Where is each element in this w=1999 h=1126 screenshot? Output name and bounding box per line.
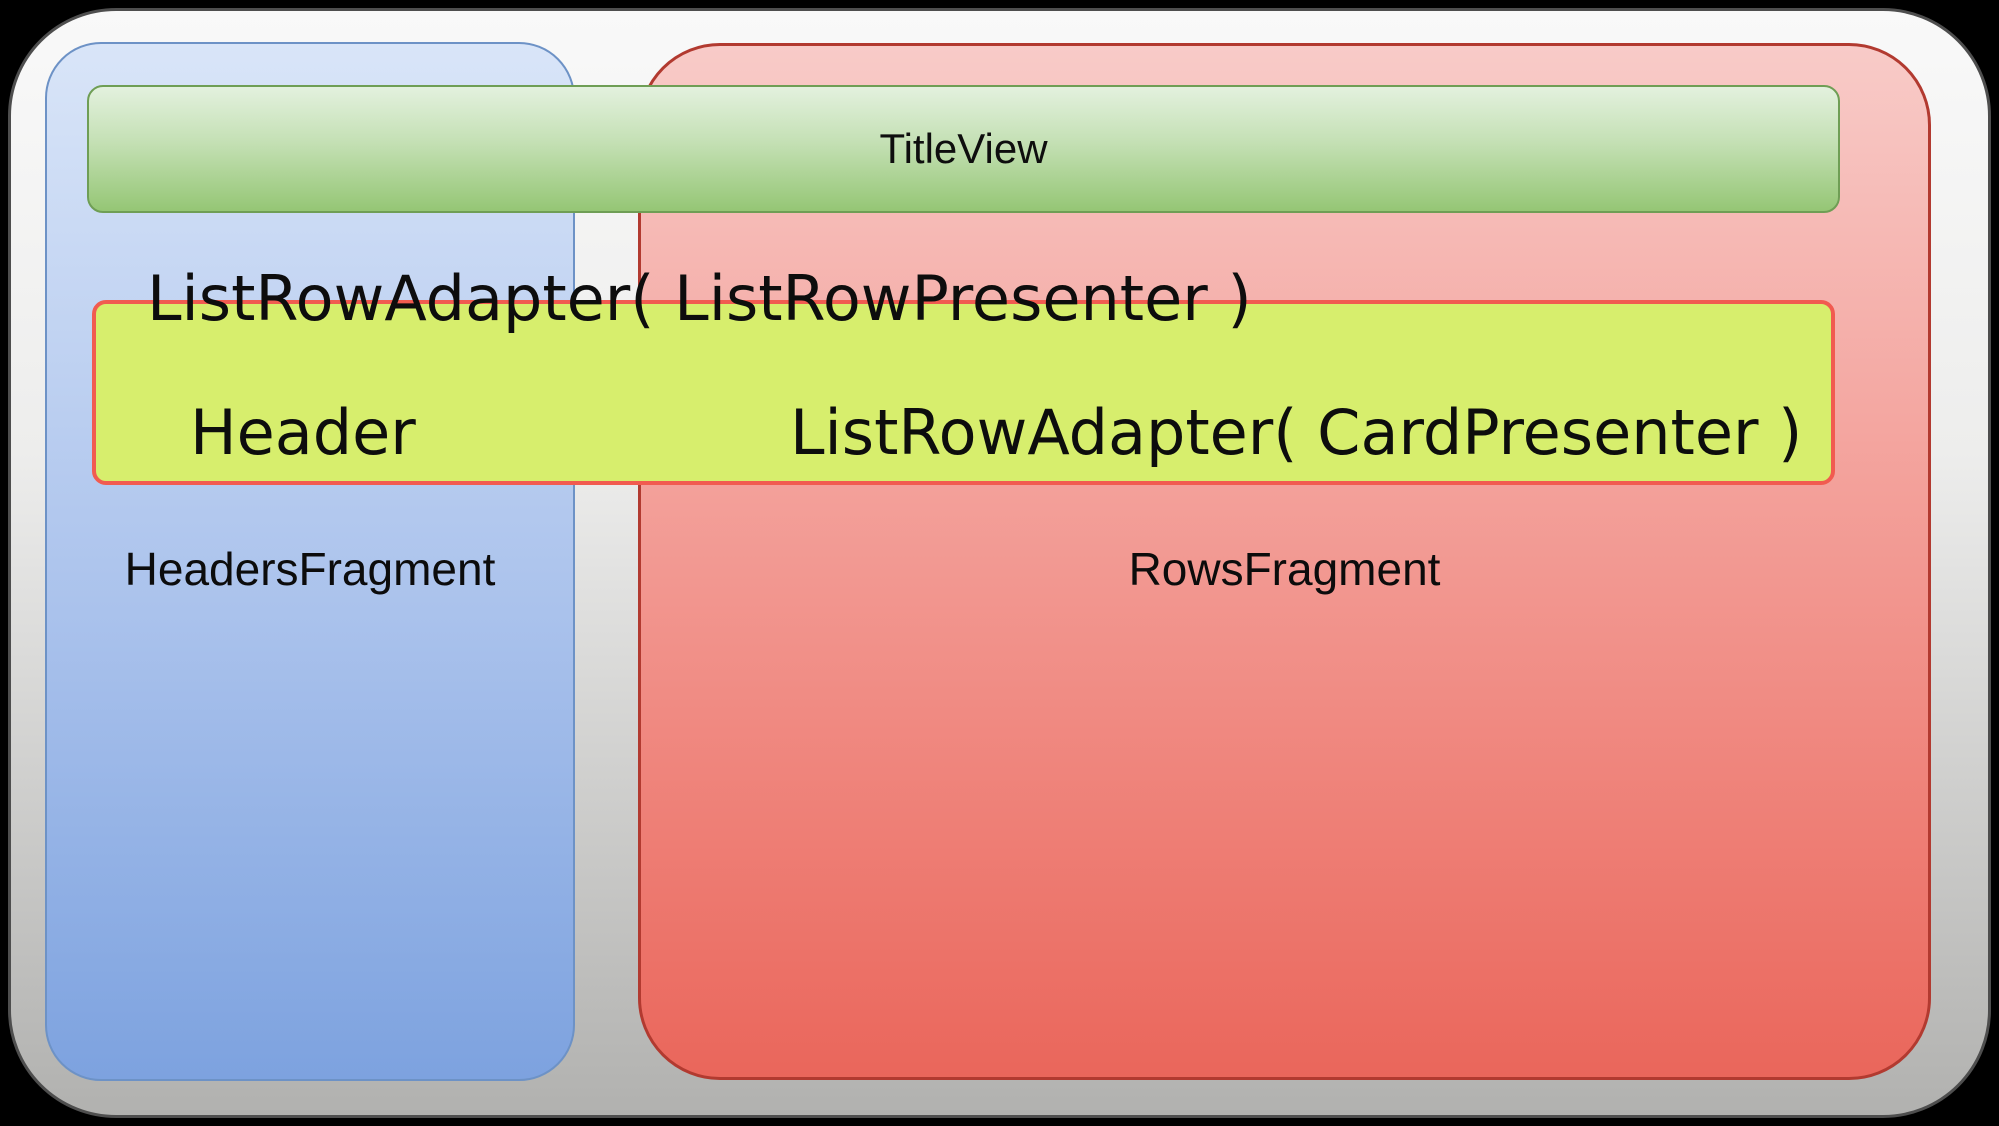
header-row-bar (92, 300, 1835, 485)
list-row-adapter-card-text: ListRowAdapter( CardPresenter ) (790, 396, 1803, 469)
list-row-adapter-presenter-text: ListRowAdapter( ListRowPresenter ) (147, 262, 1252, 335)
rows-fragment-label: RowsFragment (1128, 543, 1441, 595)
headers-fragment-box (45, 42, 575, 1081)
headers-fragment-label: HeadersFragment (124, 543, 496, 595)
header-label: Header (190, 396, 416, 469)
rows-fragment-box (638, 43, 1931, 1080)
title-view-bar: TitleView (87, 85, 1840, 213)
title-view-label: TitleView (879, 125, 1048, 172)
